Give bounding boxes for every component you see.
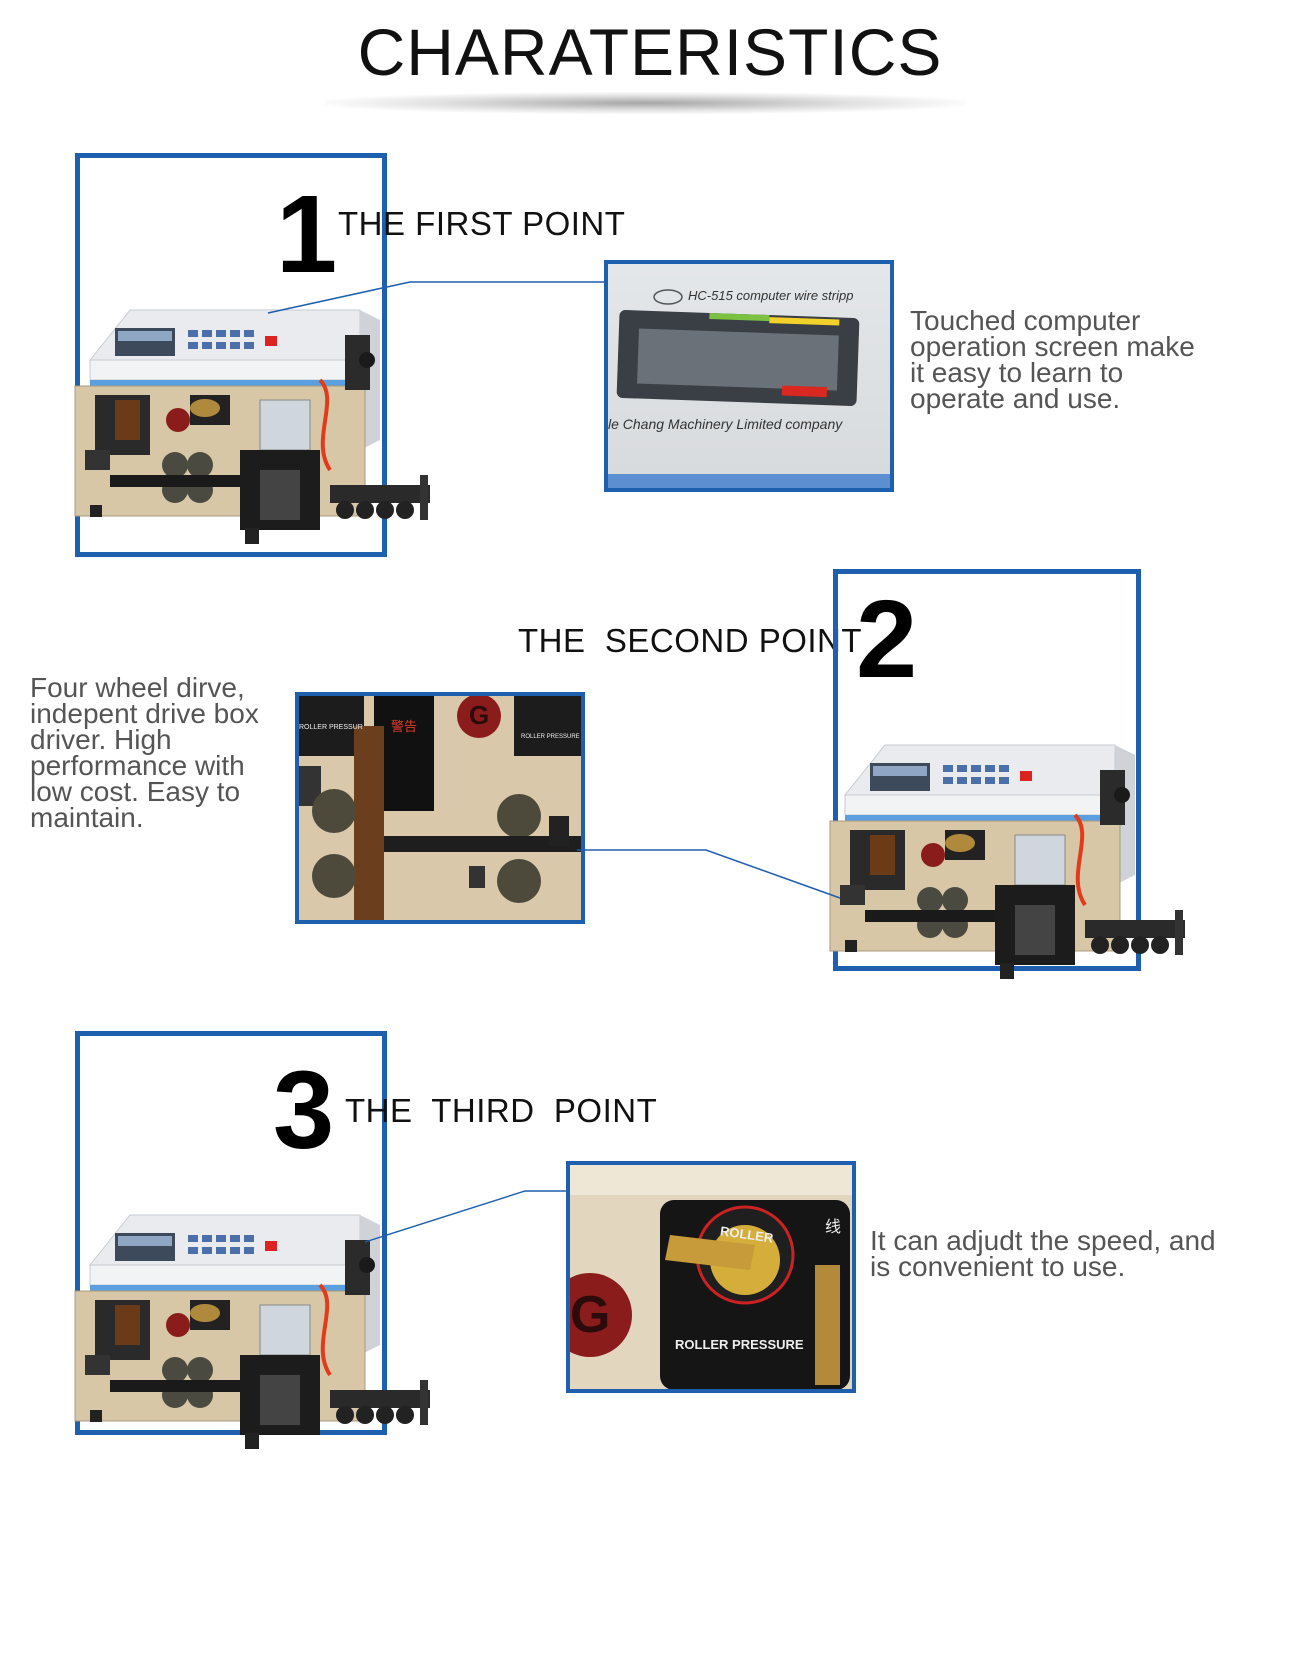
section-2-number: 2	[856, 578, 918, 701]
wire-stripping-machine-icon	[74, 309, 430, 544]
section-2-description: Four wheel dirve, indepent drive box dri…	[30, 672, 259, 833]
detail-1-company-line: le Chang Machinery Limited company	[608, 416, 843, 432]
detail-2-label-left: ROLLER PRESSUR	[299, 724, 363, 731]
section-1-heading: THE FIRST POINT	[338, 205, 626, 242]
section-3-frame	[75, 1031, 387, 1435]
section-3-description: It can adjudt the speed, and is convenie…	[870, 1225, 1216, 1282]
detail-1-brand-line: HC-515 computer wire stripp	[688, 288, 854, 303]
section-3-number: 3	[273, 1049, 335, 1172]
leader-line-1	[267, 281, 604, 314]
machine-image-1	[74, 309, 430, 544]
section-1-detail-photo: HC-515 computer wire stripp le Chang Mac…	[604, 260, 894, 492]
detail-2-warning-sign: 警告	[391, 719, 418, 734]
detail-2-label-right: ROLLER PRESSURE	[521, 734, 580, 740]
leader-line-3	[364, 1190, 566, 1243]
section-1-description: Touched computer operation screen make i…	[910, 305, 1195, 414]
wire-stripping-machine-icon	[74, 1214, 430, 1449]
detail-3-badge: G	[570, 1286, 611, 1344]
detail-2-badge: G	[469, 700, 490, 730]
machine-image-2	[829, 744, 1185, 979]
section-3-heading: THE THIRD POINT	[345, 1092, 658, 1129]
title-underline-shadow	[325, 92, 965, 114]
section-2-frame	[833, 569, 1141, 971]
page-title: CHARATERISTICS	[357, 15, 943, 89]
detail-3-panel-label: ROLLER PRESSURE	[675, 1337, 804, 1352]
section-1-number: 1	[276, 173, 338, 296]
leader-line-2	[577, 849, 841, 899]
detail-3-char: 线	[825, 1219, 842, 1236]
wire-stripping-machine-icon	[829, 744, 1185, 979]
section-1-frame	[75, 153, 387, 557]
section-3-detail-photo: ROLLER ROLLER PRESSURE G 线	[566, 1161, 856, 1393]
section-2-detail-photo: ROLLER PRESSUR ROLLER PRESSURE 警告 G	[295, 692, 585, 924]
machine-image-3	[74, 1214, 430, 1449]
section-2-heading: THE SECOND POINT	[518, 622, 863, 659]
